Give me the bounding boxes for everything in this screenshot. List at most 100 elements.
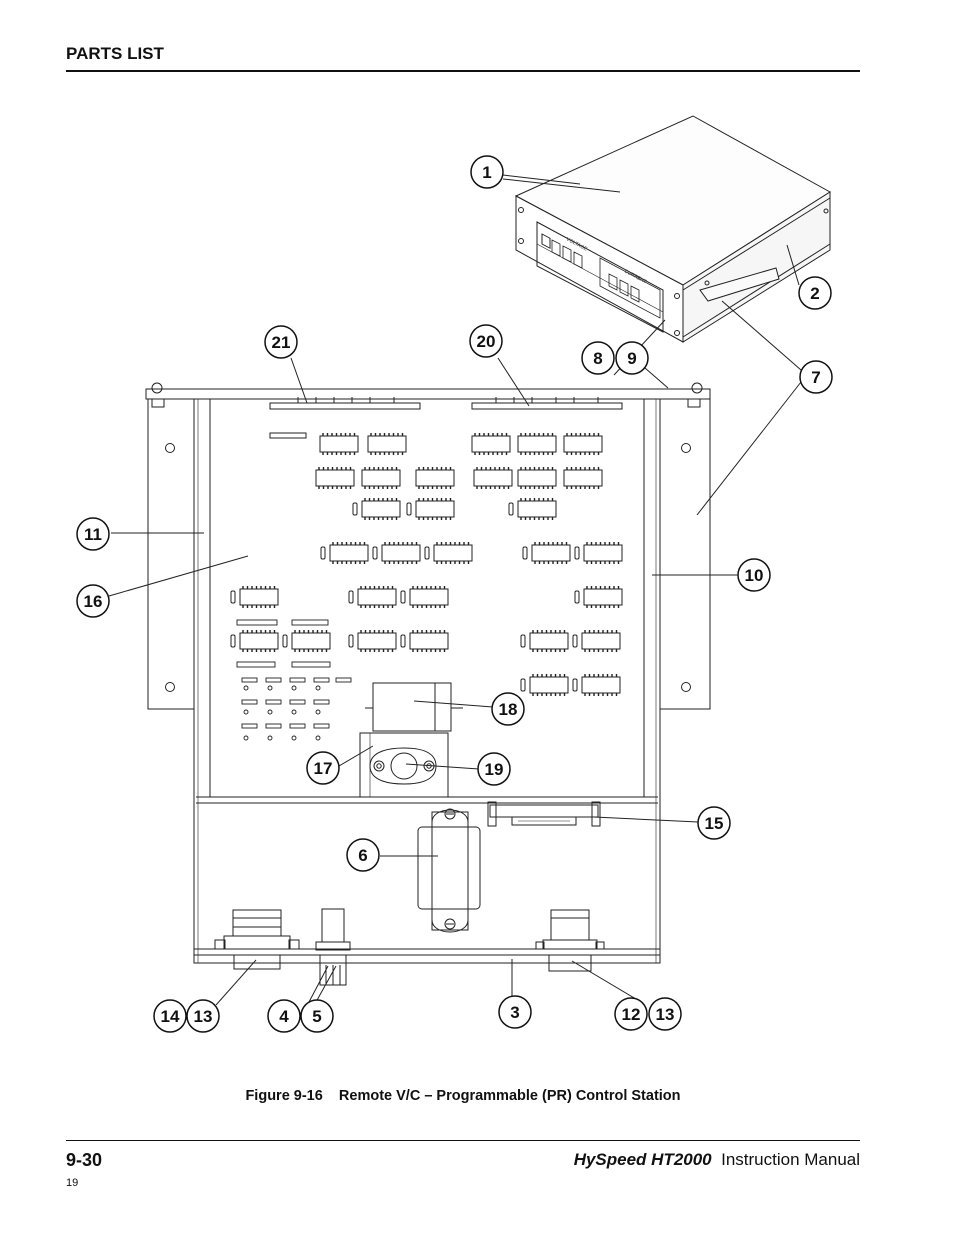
- callout-18: 18: [491, 692, 525, 726]
- ic-chip: [574, 586, 623, 608]
- ic-chip: [563, 467, 603, 489]
- callout-6: 6: [346, 838, 380, 872]
- ic-chip: [572, 674, 621, 696]
- figure-caption: Figure 9-16 Remote V/C – Programmable (P…: [245, 1088, 681, 1104]
- header-rule: [66, 70, 860, 72]
- ic-chip: [282, 630, 331, 652]
- edge-connector-right: [471, 397, 623, 410]
- callout-11: 11: [76, 517, 110, 551]
- section-title: PARTS LIST: [66, 44, 164, 63]
- callout-label: 16: [84, 592, 103, 611]
- ic-chip: [315, 467, 355, 489]
- enclosure: [145, 382, 711, 964]
- ic-chip: [230, 630, 279, 652]
- callout-label: 18: [499, 700, 518, 719]
- callout-label: 19: [485, 760, 504, 779]
- callout-label: 20: [477, 332, 496, 351]
- ic-chip: [319, 433, 359, 455]
- edge-connector-left: [269, 397, 421, 410]
- callout-8: 8: [581, 341, 615, 375]
- ic-chip: [361, 467, 401, 489]
- callout-label: 10: [745, 566, 764, 585]
- callout-12: 12: [614, 997, 648, 1031]
- ic-chip: [473, 467, 513, 489]
- callout-7: 7: [799, 360, 833, 394]
- callout-label: 14: [161, 1007, 180, 1026]
- callout-label: 1: [482, 163, 491, 182]
- callout-10: 10: [737, 558, 771, 592]
- callout-19: 19: [477, 752, 511, 786]
- callout-label: 9: [627, 349, 636, 368]
- callout-17: 17: [306, 751, 340, 785]
- callout-label: 8: [593, 349, 602, 368]
- callout-label: 3: [510, 1003, 519, 1022]
- ic-chip: [348, 630, 397, 652]
- callout-label: 11: [84, 525, 102, 544]
- page-code: 19: [66, 1177, 79, 1189]
- callout-13: 13: [186, 999, 220, 1033]
- ic-chips: [230, 433, 623, 696]
- transformer: [417, 808, 481, 933]
- callout-label: 21: [272, 333, 291, 352]
- callout-21: 21: [264, 325, 298, 359]
- manual-title: HySpeed HT2000 Instruction Manual: [574, 1150, 860, 1170]
- callout-label: 17: [314, 759, 333, 778]
- callout-13: 13: [648, 997, 682, 1031]
- grommet-bracket: [359, 732, 449, 798]
- manual-label: Instruction Manual: [721, 1150, 860, 1169]
- callout-14: 14: [153, 999, 187, 1033]
- callout-label: 13: [656, 1005, 675, 1024]
- brand-name: HySpeed HT2000: [573, 1150, 712, 1169]
- ic-chip: [320, 542, 369, 564]
- callout-5: 5: [300, 999, 334, 1033]
- ic-chip: [572, 630, 621, 652]
- callout-label: 5: [312, 1007, 321, 1026]
- ic-chip: [520, 674, 569, 696]
- ic-chip: [352, 498, 401, 520]
- callout-2: 2: [798, 276, 832, 310]
- ic-chip: [517, 467, 557, 489]
- ic-chip: [574, 542, 623, 564]
- footer-rule: [66, 1140, 860, 1141]
- callout-label: 2: [810, 284, 819, 303]
- relay: [365, 682, 463, 732]
- ic-chip: [367, 433, 407, 455]
- callout-label: 12: [622, 1005, 641, 1024]
- callout-9: 9: [615, 341, 649, 375]
- callout-label: 15: [705, 814, 724, 833]
- callout-label: 6: [358, 846, 367, 865]
- control-station-box: [514, 115, 831, 343]
- ic-chip: [520, 630, 569, 652]
- ic-chip: [424, 542, 473, 564]
- page-number: 9-30: [66, 1150, 103, 1170]
- resistor-array: [236, 619, 352, 741]
- callout-15: 15: [697, 806, 731, 840]
- ic-chip: [415, 467, 455, 489]
- callout-20: 20: [469, 324, 503, 358]
- ic-chip: [400, 630, 449, 652]
- strain-relief-fitting: [315, 908, 351, 986]
- dsub-connector: [487, 801, 601, 827]
- ic-chip: [563, 433, 603, 455]
- circular-connector-left: [214, 909, 300, 970]
- ic-chip: [522, 542, 571, 564]
- ic-chip: [372, 542, 421, 564]
- ic-chip: [230, 586, 279, 608]
- callout-4: 4: [267, 999, 301, 1033]
- callout-3: 3: [498, 995, 532, 1029]
- ic-chip: [400, 586, 449, 608]
- callout-16: 16: [76, 584, 110, 618]
- ic-chip: [517, 433, 557, 455]
- ic-chip: [348, 586, 397, 608]
- callout-label: 4: [279, 1007, 289, 1026]
- resistor: [269, 432, 307, 439]
- ic-chip: [508, 498, 557, 520]
- leader-lines: [108, 174, 802, 1006]
- callout-1: 1: [470, 155, 504, 189]
- ic-chip: [471, 433, 511, 455]
- ic-chip: [406, 498, 455, 520]
- circular-connector-right: [535, 909, 605, 972]
- callout-label: 7: [811, 368, 820, 387]
